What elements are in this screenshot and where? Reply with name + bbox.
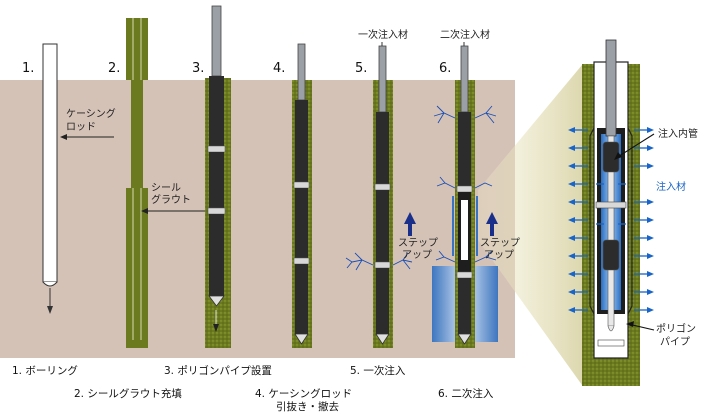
caption-step-3: 3. ポリゴンパイプ設置 [164,364,272,377]
secondary-material-label: 二次注入材 [440,28,490,41]
zoom-beam [478,65,582,385]
caption-step-6: 6. 二次注入 [438,387,494,400]
step-1-number: 1. [22,61,34,76]
step-6-secondary-injection [432,45,498,348]
step-4-number: 4. [273,61,285,76]
caption-step-5: 5. 一次注入 [350,364,406,377]
step-up-label-6a: ステップ [480,237,520,249]
detail-injection-arrows [568,127,654,313]
step-3-number: 3. [192,61,204,76]
caption-step-4a: 4. ケーシングロッド [255,387,352,400]
step-up-label-5a: ステップ [398,237,438,249]
step-3-polygon-pipe [205,5,231,348]
soil-area [0,80,515,358]
step-5-primary-injection [345,45,416,348]
step-up-label-6b: アップ [484,249,514,261]
step-4-casing-removal [292,43,312,348]
caption-step-4b: 引抜き・撤去 [276,400,339,413]
step-5-number: 5. [355,61,367,76]
casing-rod-label-2: ロッド [66,122,96,133]
casing-rod-label-1: ケーシング [66,107,116,120]
step-1-boring [42,43,114,314]
inner-pipe-label: 注入内管 [658,127,698,140]
caption-step-1: 1. ボーリング [12,364,78,377]
polygon-pipe-label-2: パイプ [660,336,690,348]
detail-view [582,39,640,386]
step-up-label-5b: アップ [402,249,432,261]
step-6-number: 6. [439,61,451,76]
primary-material-label: 一次注入材 [358,28,408,41]
seal-grout-label-2: グラウト [151,193,191,206]
step-2-seal-grout [126,18,210,348]
seal-grout-label-1: シール [151,183,181,194]
inner-pipe-leader [615,133,655,159]
polygon-pipe-label-1: ポリゴン [656,322,696,335]
step-2-number: 2. [108,61,120,76]
caption-step-2: 2. シールグラウト充填 [74,387,182,400]
grout-material-label: 注入材 [656,180,686,193]
